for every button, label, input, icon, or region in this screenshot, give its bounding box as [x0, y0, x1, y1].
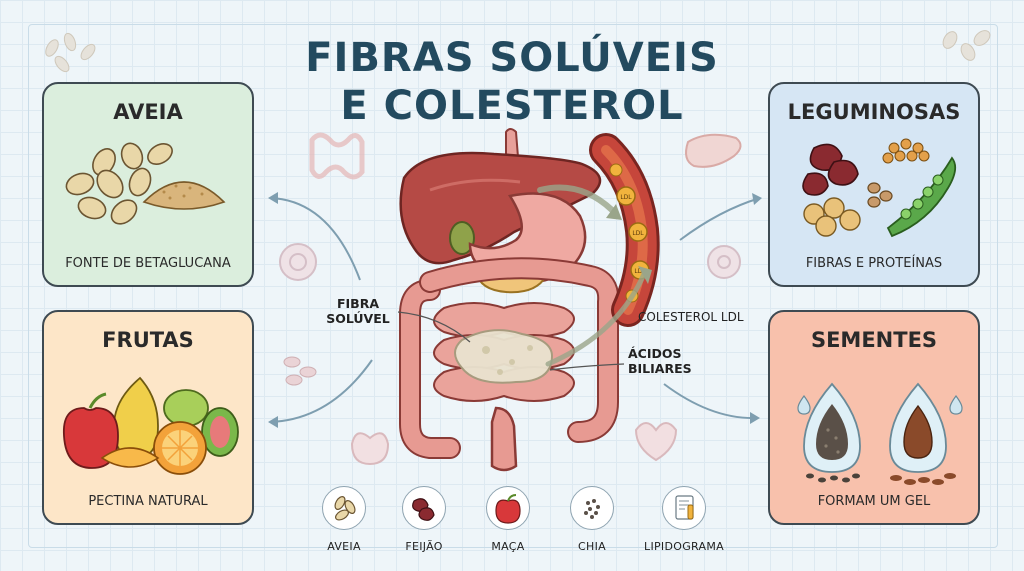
ascending-colon	[401, 281, 459, 457]
acidos-line-2: BILIARES	[628, 361, 692, 376]
fibra-line-1: FIBRA	[336, 296, 380, 311]
card-frutas-subtitle: PECTINA NATURAL	[88, 494, 208, 509]
fibra-pointer	[397, 311, 471, 343]
oat-icon	[322, 486, 366, 530]
bottom-icon-lipidograma-label: LIPIDOGRAMA	[644, 540, 724, 553]
bottom-icon-aveia-label: AVEIA	[327, 540, 361, 553]
gallbladder	[449, 221, 475, 255]
soluble-fiber-gel	[454, 329, 554, 384]
kidney-beans-icon	[802, 143, 859, 196]
ldl-particles: LDL LDL LDL	[609, 163, 650, 303]
bottom-icon-feijao-label: FEIJÃO	[405, 540, 443, 553]
transverse-colon	[421, 259, 618, 441]
card-frutas-title: FRUTAS	[102, 328, 194, 352]
card-leguminosas-title: LEGUMINOSAS	[787, 100, 961, 124]
card-aveia-title: AVEIA	[113, 100, 183, 124]
bottom-icon-row: AVEIA FEIJÃO MAÇA CHIA LIPIDOGRAMA	[318, 486, 728, 566]
fruits-illustration	[62, 376, 239, 475]
ldl-label-3: LDL	[634, 268, 646, 275]
chia-icon	[570, 486, 614, 530]
legumes-illustration	[802, 138, 957, 238]
card-leguminosas: LEGUMINOSAS FIBRAS E PROTEÍNAS	[768, 82, 980, 287]
pear-icon	[113, 376, 159, 459]
pea-pod-icon	[886, 156, 957, 238]
ldl-label-1: LDL	[620, 194, 632, 201]
fibra-line-2: SOLÚVEL	[326, 311, 390, 326]
rectum	[490, 406, 518, 472]
card-leguminosas-subtitle: FIBRAS E PROTEÍNAS	[805, 256, 943, 271]
lab-report-icon	[662, 486, 706, 530]
card-aveia-subtitle: FONTE DE BETAGLUCANA	[65, 256, 231, 271]
bottom-icon-chia: CHIA	[552, 486, 632, 553]
title-line-2: E COLESTEROL	[340, 83, 684, 129]
lentils-icon	[882, 138, 930, 164]
bottom-icon-chia-label: CHIA	[578, 540, 606, 553]
card-aveia: AVEIA FONTE DE BETAGLUCANA	[42, 82, 254, 287]
acidos-biliares-label: ÁCIDOS BILIARES	[628, 346, 708, 376]
acidos-pointer	[549, 363, 625, 371]
bean-icon	[402, 486, 446, 530]
fibra-soluvel-label: FIBRA SOLÚVEL	[322, 296, 394, 326]
seeds-illustration	[797, 382, 963, 485]
bottom-icon-aveia: AVEIA	[304, 486, 384, 553]
page-title: FIBRAS SOLÚVEIS E COLESTEROL	[262, 34, 762, 130]
chickpeas-icon	[803, 197, 861, 237]
liver-to-vessel-arrow	[537, 184, 615, 213]
oat-flakes-illustration	[65, 142, 226, 225]
ldl-label-2: LDL	[632, 230, 644, 237]
title-line-1: FIBRAS SOLÚVEIS	[305, 35, 719, 81]
bottom-icon-lipidograma: LIPIDOGRAMA	[636, 486, 732, 553]
apple-icon	[486, 486, 530, 530]
acidos-line-1: ÁCIDOS	[628, 346, 682, 361]
bottom-icon-maca-label: MAÇA	[491, 540, 525, 553]
bottom-icon-maca: MAÇA	[468, 486, 548, 553]
bile-to-vessel-arrow	[545, 271, 647, 367]
bottom-icon-feijao: FEIJÃO	[384, 486, 464, 553]
colesterol-ldl-label: COLESTEROL LDL	[638, 310, 744, 324]
card-sementes: SEMENTES FORMAM UM GEL	[768, 310, 980, 525]
card-frutas: FRUTAS PECTINA NATURAL	[42, 310, 254, 525]
card-sementes-title: SEMENTES	[810, 328, 938, 352]
card-sementes-subtitle: FORMAM UM GEL	[817, 494, 931, 509]
page-frame	[28, 24, 998, 548]
